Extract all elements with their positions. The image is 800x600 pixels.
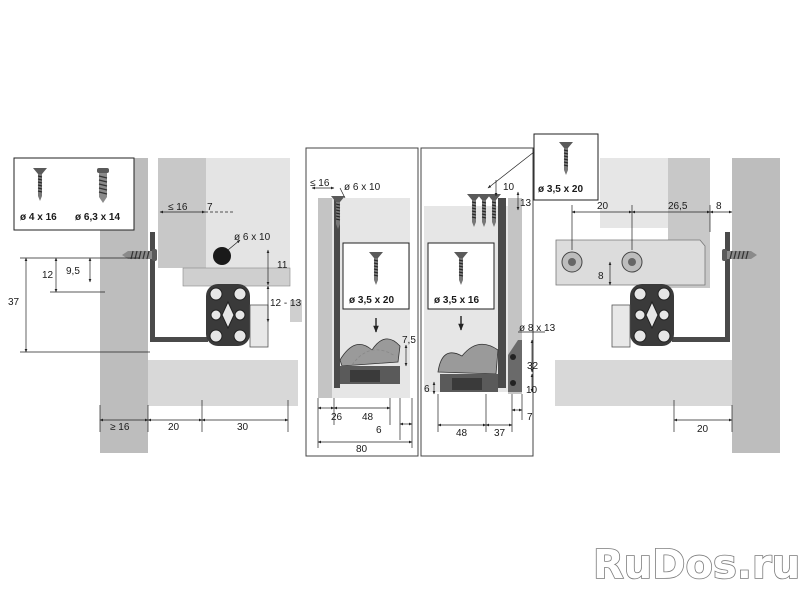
panel2-dim-7: 7 — [527, 412, 533, 423]
left-hole-label: ø 6 x 10 — [234, 232, 271, 243]
panel1-dim-le16: ≤ 16 — [310, 178, 330, 189]
panel2-dim-48: 48 — [456, 428, 468, 439]
left-dim-le16: ≤ 16 — [168, 202, 188, 213]
left-screw-box: ø 4 x 16 ø 6,3 x 14 — [13, 157, 135, 231]
panel2-dim-10: 10 — [503, 182, 515, 193]
panel2-hole-label: ø 8 x 13 — [519, 323, 556, 334]
right-cabinet-wall — [732, 158, 780, 453]
panel1-lever-outline — [351, 349, 396, 366]
left-dim-12: 12 — [42, 270, 54, 281]
left-dim-12-13: 12 - 13 — [270, 298, 302, 309]
panel2-screw-label: ø 3,5 x 16 — [434, 295, 479, 306]
left-dim-20: 20 — [168, 422, 180, 433]
right-screw-box: ø 3,5 x 20 — [487, 133, 599, 201]
panel1-locking-lever — [339, 338, 401, 367]
left-drawer-bottom — [182, 267, 291, 287]
panel1-dim-26: 26 — [331, 412, 343, 423]
left-dim-ge16: ≥ 16 — [110, 422, 130, 433]
left-lower-board — [148, 360, 298, 406]
panel1-screw-label: ø 3,5 x 20 — [349, 295, 394, 306]
center-panel-right: ø 3,5 x 16 10 13 ø 8 x 13 32 10 6 48 37 … — [420, 147, 556, 457]
panel1-dim-7-5: 7,5 — [402, 335, 416, 346]
right-dim-8-top: 8 — [716, 201, 722, 212]
watermark-text: RuDos.ru — [593, 542, 800, 588]
left-dim-30: 30 — [237, 422, 249, 433]
panel2-rear-bracket — [508, 340, 522, 392]
panel2-dim-32: 32 — [527, 361, 539, 372]
left-dim-9-5: 9,5 — [66, 266, 80, 277]
panel1-screw-box: ø 3,5 x 20 — [342, 242, 410, 310]
right-dim-20-top: 20 — [597, 201, 609, 212]
screw-label-4x16: ø 4 x 16 — [20, 212, 57, 223]
left-dim-11: 11 — [277, 260, 288, 271]
panel1-dim-6: 6 — [376, 425, 382, 436]
panel1-clip-body — [350, 370, 380, 382]
panel2-dim-37: 37 — [494, 428, 506, 439]
panel1-dim-80: 80 — [356, 444, 368, 455]
panel2-dim-13: 13 — [520, 198, 532, 209]
panel1-hole-label: ø 6 x 10 — [344, 182, 381, 193]
panel2-dim-10b: 10 — [526, 385, 538, 396]
right-screw-label: ø 3,5 x 20 — [538, 184, 583, 195]
right-slide-clip — [611, 304, 631, 348]
panel2-dim-6: 6 — [424, 384, 430, 395]
panel1-dim-48: 48 — [362, 412, 374, 423]
panel2-clip-body — [452, 378, 482, 390]
right-lower-board — [555, 360, 732, 406]
right-dim-26-5: 26,5 — [668, 201, 688, 212]
panel2-rail — [498, 198, 506, 388]
left-dim-7: 7 — [207, 202, 213, 213]
panel2-screw-box: ø 3,5 x 16 — [427, 242, 495, 310]
left-bottom-spacer — [290, 300, 302, 322]
right-slide-profile — [629, 283, 675, 347]
panel1-side-wall — [318, 198, 332, 398]
panel2-locking-lever — [437, 343, 499, 375]
right-dim-8: 8 — [598, 271, 604, 282]
left-dim-37: 37 — [8, 297, 20, 308]
left-slide-profile — [205, 283, 251, 347]
screw-label-6-3x14: ø 6,3 x 14 — [75, 212, 120, 223]
left-dowel-hole — [213, 247, 231, 265]
right-cabinet-section: 20 26,5 8 8 20 — [555, 158, 780, 453]
panel2-top-screws — [466, 193, 502, 228]
left-drawer-front — [158, 158, 206, 268]
panel1-rail — [334, 198, 340, 388]
center-panel-left: ø 3,5 x 20 ≤ 16 ø 6 x 10 7,5 26 48 6 80 — [305, 147, 419, 457]
right-dim-20-bottom: 20 — [697, 424, 709, 435]
left-slide-clip — [249, 304, 269, 348]
